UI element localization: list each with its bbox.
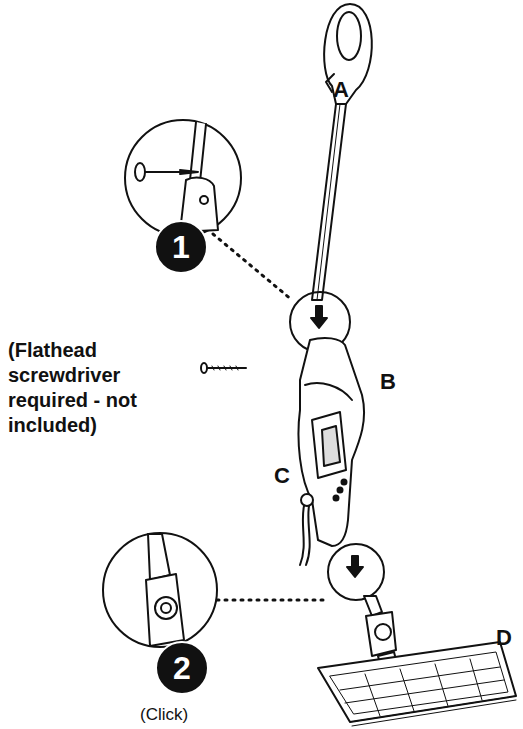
callout-badge: 1 [154,220,208,274]
callout-number: 2 [155,641,209,695]
callout-number: 1 [154,220,208,274]
part-letter: C [274,462,290,490]
badge-fill [156,642,208,694]
note-text: (Flathead screwdriver required - not inc… [8,338,158,438]
callout-badge: 2 [155,641,209,695]
part-letter: B [380,368,396,396]
badge-fill [155,221,207,273]
part-letter: A [333,76,349,104]
action-note: (Click) [140,704,188,725]
part-letter: D [496,624,512,652]
